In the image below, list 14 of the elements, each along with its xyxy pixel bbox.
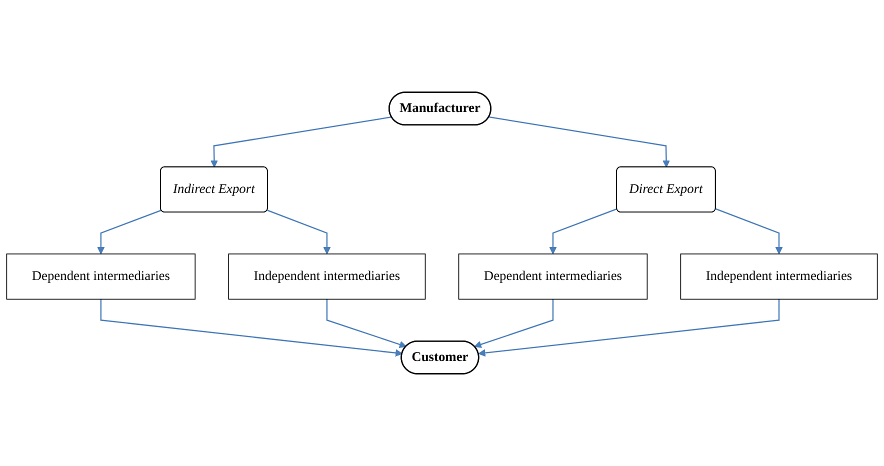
arrow (549, 208, 618, 254)
arrow (489, 116, 670, 168)
arrow (716, 208, 783, 254)
node-box: Independent intermediaries (228, 254, 426, 300)
node-box: Dependent intermediaries (6, 254, 196, 300)
arrow (100, 299, 403, 357)
arrow (474, 299, 554, 348)
arrow (326, 299, 407, 348)
arrow (97, 210, 162, 254)
arrow (267, 210, 331, 254)
node-box: Dependent intermediaries (458, 254, 648, 300)
arrow (478, 299, 780, 357)
arrow (210, 116, 392, 168)
node-box: Independent intermediaries (680, 254, 878, 300)
